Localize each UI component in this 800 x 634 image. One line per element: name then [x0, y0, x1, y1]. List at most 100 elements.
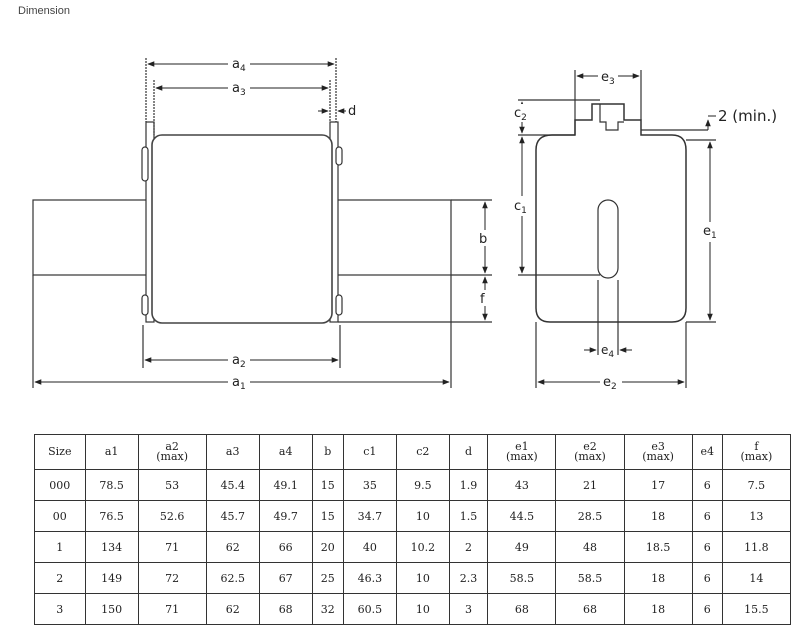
label-e4: e4 — [601, 343, 614, 360]
column-header-label: a1 — [104, 445, 119, 458]
column-header-label: e3 — [651, 440, 665, 453]
column-header-label: a3 — [225, 445, 240, 458]
column-header-label: c1 — [363, 445, 377, 458]
column-header: b — [311, 434, 344, 470]
column-header-qualifier: (max) — [740, 450, 773, 463]
table-cell: 28.5 — [555, 500, 625, 532]
column-header-label: b — [324, 445, 332, 458]
table-cell: 49.1 — [258, 469, 313, 501]
table-cell: 6 — [691, 500, 723, 532]
table-cell: 71 — [137, 531, 207, 563]
table-cell: 11.8 — [721, 531, 792, 563]
label-f: f — [480, 292, 485, 307]
table-cell: 34.7 — [342, 500, 397, 532]
column-header-qualifier: (max) — [642, 450, 674, 463]
table-cell: 43 — [487, 469, 557, 501]
table-cell: 76.5 — [84, 500, 139, 532]
table-cell: 45.7 — [205, 500, 260, 532]
table-cell: 7.5 — [721, 469, 792, 501]
label-a4: a4 — [232, 57, 246, 74]
table-cell: 58.5 — [555, 562, 625, 594]
table-cell: 40 — [342, 531, 397, 563]
table-cell: 35 — [342, 469, 397, 501]
table-cell: 1.9 — [448, 469, 489, 501]
table-cell: 68 — [555, 593, 625, 625]
label-b: b — [479, 232, 487, 247]
table-cell: 17 — [623, 469, 693, 501]
table-cell: 44.5 — [487, 500, 557, 532]
table-cell: 46.3 — [342, 562, 397, 594]
column-header-label: Size — [48, 445, 72, 458]
table-cell: 14 — [721, 562, 792, 594]
table-cell: 49.7 — [258, 500, 313, 532]
column-header: c2 — [395, 434, 450, 470]
table-cell: 2.3 — [448, 562, 489, 594]
table-cell: 48 — [555, 531, 625, 563]
table-cell: 62 — [205, 531, 260, 563]
table-cell: 1 — [34, 531, 86, 563]
table-cell: 000 — [34, 469, 86, 501]
column-header-label: a4 — [278, 445, 293, 458]
label-c1: c1 — [514, 199, 527, 216]
column-header-label: e4 — [700, 445, 714, 458]
table-cell: 25 — [311, 562, 344, 594]
label-2-min: 2 (min.) — [718, 107, 777, 125]
column-header-qualifier: (max) — [574, 450, 606, 463]
table-cell: 71 — [137, 593, 207, 625]
label-a3: a3 — [232, 81, 246, 98]
table-cell: 10 — [395, 562, 450, 594]
table-cell: 10 — [395, 593, 450, 625]
column-header-label: f — [754, 440, 759, 453]
table-cell: 45.4 — [205, 469, 260, 501]
table-cell: 32 — [311, 593, 344, 625]
table-cell: 1.5 — [448, 500, 489, 532]
table-cell: 6 — [691, 593, 723, 625]
table-cell: 6 — [691, 562, 723, 594]
table-cell: 52.6 — [137, 500, 207, 532]
table-cell: 15 — [311, 469, 344, 501]
table-cell: 20 — [311, 531, 344, 563]
table-cell: 9.5 — [395, 469, 450, 501]
table-cell: 15 — [311, 500, 344, 532]
table-cell: 78.5 — [84, 469, 139, 501]
fuse-body — [151, 134, 333, 324]
table-cell: 00 — [34, 500, 86, 532]
label-a2: a2 — [232, 353, 246, 370]
label-a1: a1 — [232, 375, 246, 392]
side-view — [32, 58, 492, 388]
column-header: a1 — [84, 434, 139, 470]
end-view — [518, 70, 716, 388]
table-cell: 49 — [487, 531, 557, 563]
table-cell: 3 — [34, 593, 86, 625]
column-header-label: d — [465, 445, 473, 458]
table-cell: 18 — [623, 562, 693, 594]
column-header: e3(max) — [623, 434, 693, 470]
table-cell: 13 — [721, 500, 792, 532]
column-header: Size — [34, 434, 86, 470]
table-cell: 66 — [258, 531, 313, 563]
column-header: a3 — [205, 434, 260, 470]
table-cell: 68 — [258, 593, 313, 625]
column-header-label: e1 — [515, 440, 529, 453]
blade-slot — [597, 199, 619, 279]
table-cell: 15.5 — [721, 593, 792, 625]
column-header: a2(max) — [137, 434, 207, 470]
table-cell: 18.5 — [623, 531, 693, 563]
column-header: e2(max) — [555, 434, 625, 470]
table-cell: 10.2 — [395, 531, 450, 563]
page-heading: Dimension — [18, 5, 70, 17]
table-cell: 53 — [137, 469, 207, 501]
table-cell: 62 — [205, 593, 260, 625]
table-cell: 10 — [395, 500, 450, 532]
column-header-qualifier: (max) — [156, 450, 189, 463]
terminal-t — [599, 104, 624, 131]
table-cell: 3 — [448, 593, 489, 625]
column-header: f(max) — [721, 434, 792, 470]
